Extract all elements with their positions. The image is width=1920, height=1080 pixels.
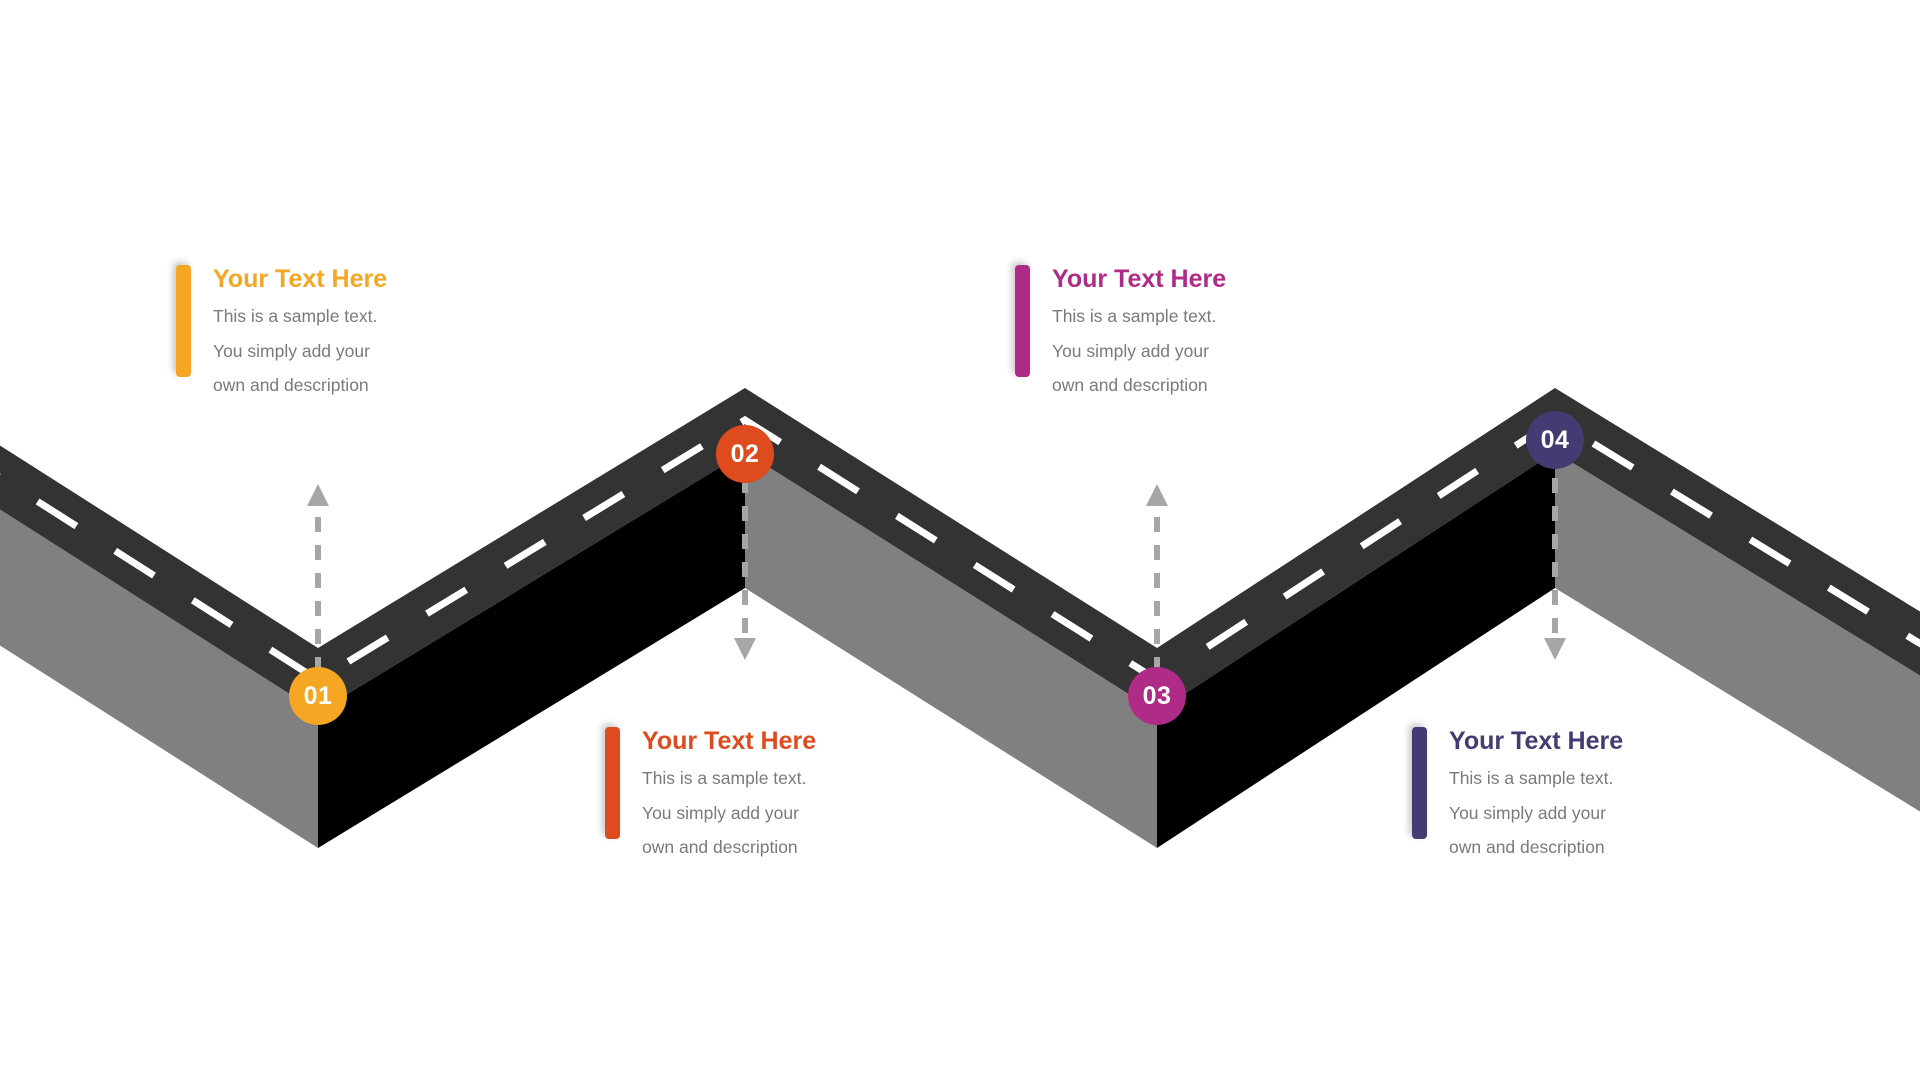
accent-bar-02 (605, 727, 620, 839)
step-desc-line: This is a sample text. (1449, 768, 1614, 788)
step-text-block-04: Your Text Here This is a sample text. Yo… (1412, 727, 1623, 857)
connector-arrows (307, 450, 1566, 672)
connector-arrow-04 (1544, 450, 1566, 660)
step-badge-01-label: 01 (303, 681, 333, 710)
lane-dashes (0, 415, 1920, 685)
step-badge-03[interactable]: 03 (1128, 667, 1186, 725)
step-text-body-03: Your Text Here This is a sample text. Yo… (1052, 265, 1226, 395)
accent-bar-04 (1412, 727, 1427, 839)
step-desc-line: You simply add your (642, 802, 799, 823)
step-desc-line: You simply add your (213, 340, 370, 361)
step-badge-02[interactable]: 02 (716, 425, 774, 483)
accent-bar-03 (1015, 265, 1030, 377)
step-title-02: Your Text Here (642, 727, 817, 755)
step-desc-line: This is a sample text. (642, 768, 807, 788)
step-text-body-01: Your Text Here This is a sample text. Yo… (213, 265, 387, 395)
step-desc-line: You simply add your (1449, 802, 1606, 823)
step-desc-line: You simply add your (1052, 340, 1209, 361)
step-desc-line: This is a sample text. (1052, 306, 1217, 326)
step-desc-line: This is a sample text. (213, 306, 378, 326)
road-surface (0, 388, 1920, 712)
step-badge-02-label: 02 (730, 439, 760, 468)
step-badge-04[interactable]: 04 (1526, 411, 1584, 469)
step-badge-04-label: 04 (1540, 425, 1570, 454)
step-text-block-03: Your Text Here This is a sample text. Yo… (1015, 265, 1226, 395)
step-desc-line: own and description (1052, 375, 1208, 395)
step-text-block-02: Your Text Here This is a sample text. Yo… (605, 727, 816, 857)
step-desc-line: own and description (213, 375, 369, 395)
road-side-faces-dark (318, 452, 1555, 848)
step-title-03: Your Text Here (1052, 265, 1227, 293)
connector-arrow-01 (307, 484, 329, 672)
step-badge-03-label: 03 (1142, 681, 1172, 710)
step-text-block-01: Your Text Here This is a sample text. Yo… (176, 265, 387, 395)
step-desc-line: own and description (642, 837, 798, 857)
step-text-body-04: Your Text Here This is a sample text. Yo… (1449, 727, 1623, 857)
step-title-01: Your Text Here (213, 265, 388, 293)
step-title-04: Your Text Here (1449, 727, 1624, 755)
connector-arrow-03 (1146, 484, 1168, 672)
step-desc-line: own and description (1449, 837, 1605, 857)
road-side-faces-light (0, 452, 1920, 848)
step-badge-01[interactable]: 01 (289, 667, 347, 725)
accent-bar-01 (176, 265, 191, 377)
step-text-body-02: Your Text Here This is a sample text. Yo… (642, 727, 816, 857)
